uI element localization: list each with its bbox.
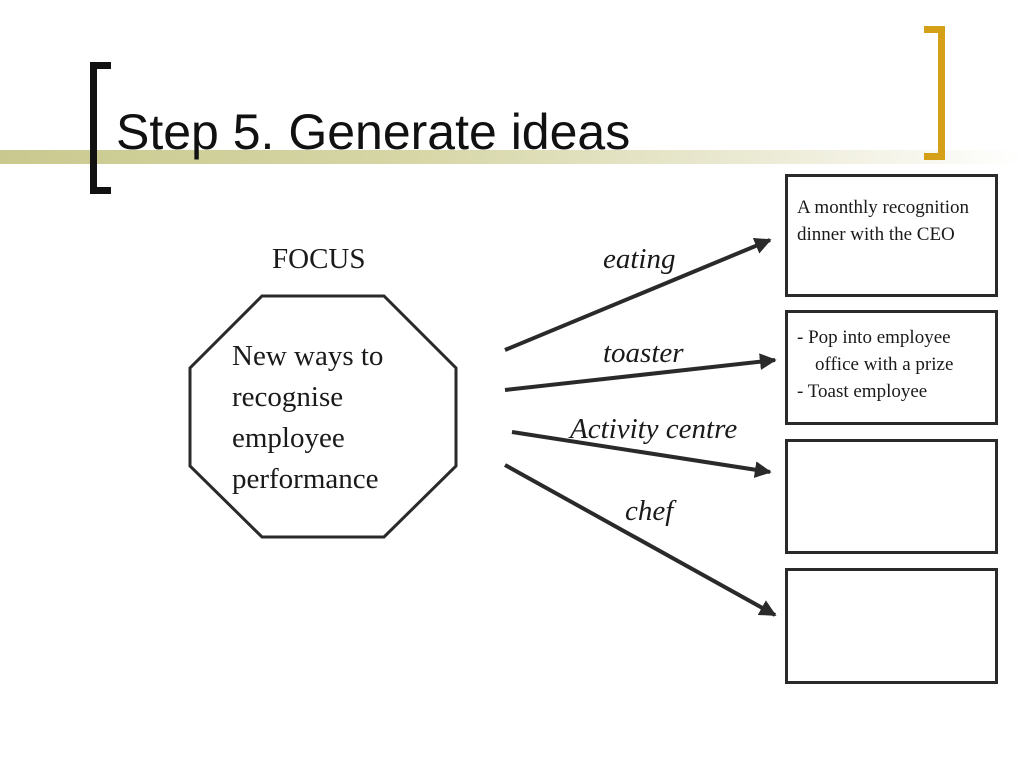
branch-label-chef: chef xyxy=(625,495,674,527)
right-bracket-decoration xyxy=(924,26,945,160)
focus-octagon xyxy=(188,294,458,539)
branch-arrow-chef xyxy=(504,463,777,617)
idea-list-item: - Toast employee xyxy=(797,381,928,402)
idea-box-eating: A monthly recognition dinner with the CE… xyxy=(785,174,998,297)
idea-box-text: A monthly recognition dinner with the CE… xyxy=(797,197,970,245)
left-bracket-decoration xyxy=(90,62,111,194)
branch-arrow-toaster xyxy=(504,353,777,392)
idea-list: - Pop into employee office with a prize … xyxy=(797,324,989,405)
focus-label: FOCUS xyxy=(272,243,366,275)
branch-arrow-activity-centre xyxy=(511,430,772,478)
branch-label-toaster: toaster xyxy=(603,337,684,369)
idea-list-item: - Pop into employee office with a prize xyxy=(797,327,954,375)
slide-title: Step 5. Generate ideas xyxy=(116,104,631,160)
title-underline-bar xyxy=(0,150,1024,164)
idea-box-toaster: - Pop into employee office with a prize … xyxy=(785,310,998,425)
branch-label-eating: eating xyxy=(603,243,676,275)
branch-label-activity-centre: Activity centre xyxy=(570,413,738,445)
idea-box-chef xyxy=(785,568,998,684)
focus-topic-text: New ways to recognise employee performan… xyxy=(232,340,384,495)
idea-box-activity-centre xyxy=(785,439,998,554)
branch-arrow-eating xyxy=(504,238,772,352)
